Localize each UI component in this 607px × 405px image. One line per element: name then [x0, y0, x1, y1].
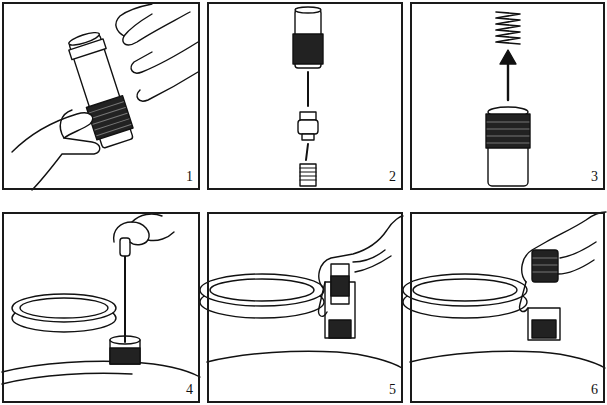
hand-screwing-cap [403, 212, 606, 368]
callout-number: 4 [186, 383, 198, 401]
step-panel: 2 [207, 2, 403, 190]
hands-holding-cartridge [12, 4, 198, 190]
callout-number: 5 [389, 383, 401, 401]
step-panel: 4 [2, 212, 200, 403]
step-panel: 5 [207, 212, 403, 403]
callout-number: 2 [389, 170, 401, 188]
exploded-parts [293, 7, 323, 186]
hand-fitting-cartridge [200, 216, 403, 368]
tool-in-tank [2, 214, 200, 384]
step-panel: 1 [2, 2, 200, 190]
step-panel: 6 [410, 212, 605, 403]
callout-number: 1 [186, 170, 198, 188]
callout-number: 3 [591, 170, 603, 188]
step-panel: 3 [410, 2, 605, 190]
callout-number: 6 [591, 383, 603, 401]
spring-removal [486, 12, 530, 186]
